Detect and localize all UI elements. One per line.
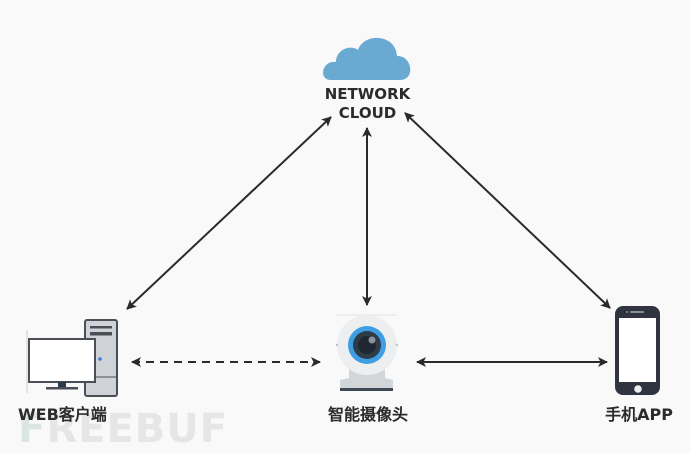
cloud-label-line2: CLOUD xyxy=(338,104,397,122)
cloud-label: NETWORK CLOUD xyxy=(300,85,435,123)
edge-web-cloud xyxy=(126,116,332,310)
freebuf-watermark: FREEBUF xyxy=(18,409,228,449)
mobile-app-label: 手机APP xyxy=(605,405,673,424)
cloud-icon xyxy=(323,37,411,80)
watermark-rest: REEBUF xyxy=(46,406,229,452)
web-client-label: WEB客户端 xyxy=(18,405,107,424)
cloud-label-line1: NETWORK xyxy=(324,85,411,103)
watermark-first-letter: F xyxy=(18,406,47,452)
webcam-icon xyxy=(335,314,399,391)
desktop-computer-icon xyxy=(26,319,118,397)
smartphone-icon xyxy=(615,306,660,395)
edge-app-cloud xyxy=(404,112,611,309)
camera-label: 智能摄像头 xyxy=(327,405,408,424)
